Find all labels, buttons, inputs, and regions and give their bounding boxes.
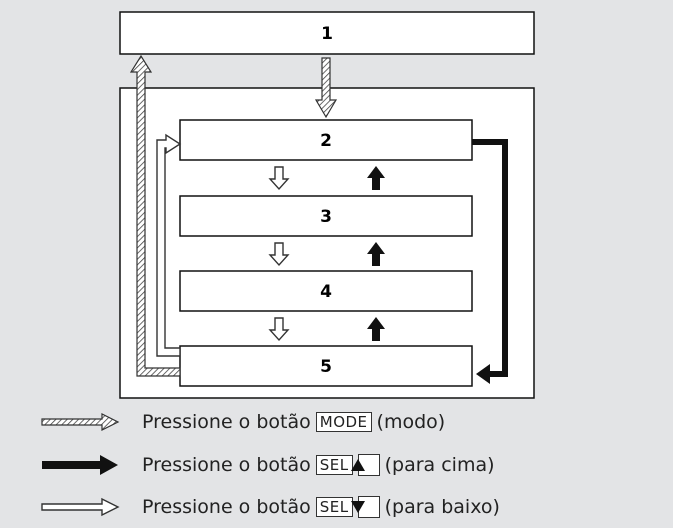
up-loop-arrow-head	[476, 364, 490, 384]
up-arrow-3-to-2	[367, 166, 385, 190]
legend-up: Pressione o botão SEL (para cima)	[40, 450, 495, 480]
down-loop-arrow	[156, 133, 182, 357]
box-1: 1	[119, 11, 535, 55]
box-5-label: 5	[320, 357, 332, 377]
sel-key-up: SEL	[315, 455, 353, 475]
menu-flow-diagram: 1 2 3 4 5	[119, 11, 535, 399]
legend-down-hint: (para baixo)	[384, 496, 500, 518]
sel-key-down: SEL	[315, 497, 353, 517]
box-3: 3	[179, 195, 473, 237]
down-arrow-4-to-5	[268, 317, 290, 342]
black-arrow-icon	[42, 455, 118, 475]
up-arrow-4-to-3	[367, 242, 385, 266]
legend-down-text: Pressione o botão	[142, 496, 311, 518]
legend-up-text: Pressione o botão	[142, 454, 311, 476]
box-5: 5	[179, 345, 473, 387]
box-4: 4	[179, 270, 473, 312]
mode-arrow-1-to-2	[314, 57, 338, 119]
legend-mode-text: Pressione o botão	[142, 411, 311, 433]
up-arrow-5-to-4	[367, 317, 385, 341]
box-1-label: 1	[321, 24, 333, 44]
legend-down: Pressione o botão SEL (para baixo)	[40, 492, 500, 522]
box-2-label: 2	[320, 131, 332, 151]
box-4-label: 4	[320, 282, 332, 302]
up-loop-arrow	[472, 139, 508, 377]
up-triangle-icon	[350, 454, 380, 476]
mode-key: MODE	[315, 412, 372, 432]
box-2: 2	[179, 119, 473, 161]
legend-up-hint: (para cima)	[384, 454, 495, 476]
mode-arrow-5-to-1	[129, 54, 181, 377]
down-arrow-2-to-3	[268, 166, 290, 191]
hatched-arrow-icon	[41, 413, 120, 431]
down-arrow-3-to-4	[268, 242, 290, 267]
legend-mode-hint: (modo)	[376, 411, 446, 433]
legend-mode: Pressione o botão MODE (modo)	[40, 407, 445, 437]
box-3-label: 3	[320, 207, 332, 227]
white-arrow-icon	[41, 497, 120, 517]
down-triangle-icon	[350, 496, 380, 518]
